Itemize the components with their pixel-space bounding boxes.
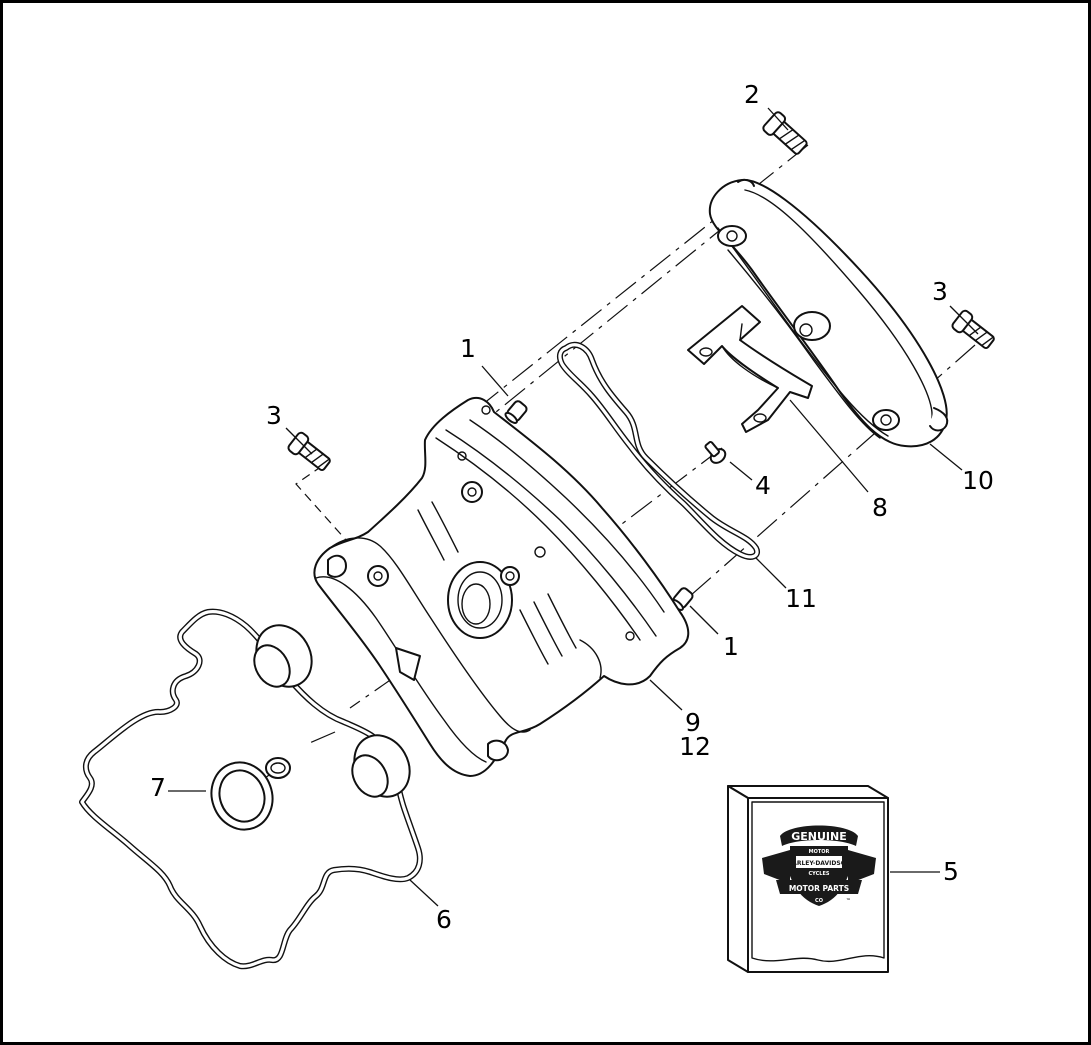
logo-motor-parts-text: MOTOR PARTS xyxy=(789,884,849,893)
callout-12: 12 xyxy=(679,732,711,761)
callout-5: 5 xyxy=(943,857,959,886)
rocker-cover-part-10 xyxy=(708,178,949,448)
logo-co-text: CO xyxy=(815,898,823,904)
screw-part-4 xyxy=(704,440,727,464)
callout-1-top: 1 xyxy=(460,334,476,363)
callout-11: 11 xyxy=(785,584,817,613)
logo-cycles-text: CYCLES xyxy=(809,871,830,877)
callout-9: 9 xyxy=(685,708,701,737)
assembly-lines xyxy=(247,144,976,793)
gasket-grommet-lower xyxy=(351,734,411,798)
logo-motor-text: MOTOR xyxy=(809,849,830,855)
rocker-housing-part-9 xyxy=(313,396,690,777)
callout-3-left: 3 xyxy=(266,401,282,430)
dowel-part-1-top xyxy=(504,400,528,424)
callout-1-bottom: 1 xyxy=(723,632,739,661)
screw-part-2 xyxy=(762,111,808,155)
callout-7: 7 xyxy=(150,773,166,802)
gasket-grommet-upper xyxy=(253,624,313,688)
gasket-part-11 xyxy=(556,341,760,560)
callout-6: 6 xyxy=(436,905,452,934)
seal-part-7 xyxy=(210,757,291,831)
logo-tm-text: ™ xyxy=(846,898,851,904)
callout-2: 2 xyxy=(744,80,760,109)
callouts: 2 3 1 3 10 4 8 11 1 9 12 7 6 5 xyxy=(150,80,994,934)
callout-10: 10 xyxy=(962,466,994,495)
bracket-part-8 xyxy=(687,305,813,433)
callout-4: 4 xyxy=(755,471,771,500)
logo-brand-text: HARLEY-DAVIDSON xyxy=(787,860,851,867)
callout-8: 8 xyxy=(872,493,888,522)
genuine-motor-parts-logo: GENUINE HARLEY-DAVIDSON MOTOR CYCLES MOT… xyxy=(762,825,876,906)
kit-box-part-5: GENUINE HARLEY-DAVIDSON MOTOR CYCLES MOT… xyxy=(727,785,889,973)
gasket-part-6 xyxy=(79,608,423,970)
logo-genuine-text: GENUINE xyxy=(791,830,847,843)
leader-lines xyxy=(168,107,979,907)
callout-3-right: 3 xyxy=(932,277,948,306)
